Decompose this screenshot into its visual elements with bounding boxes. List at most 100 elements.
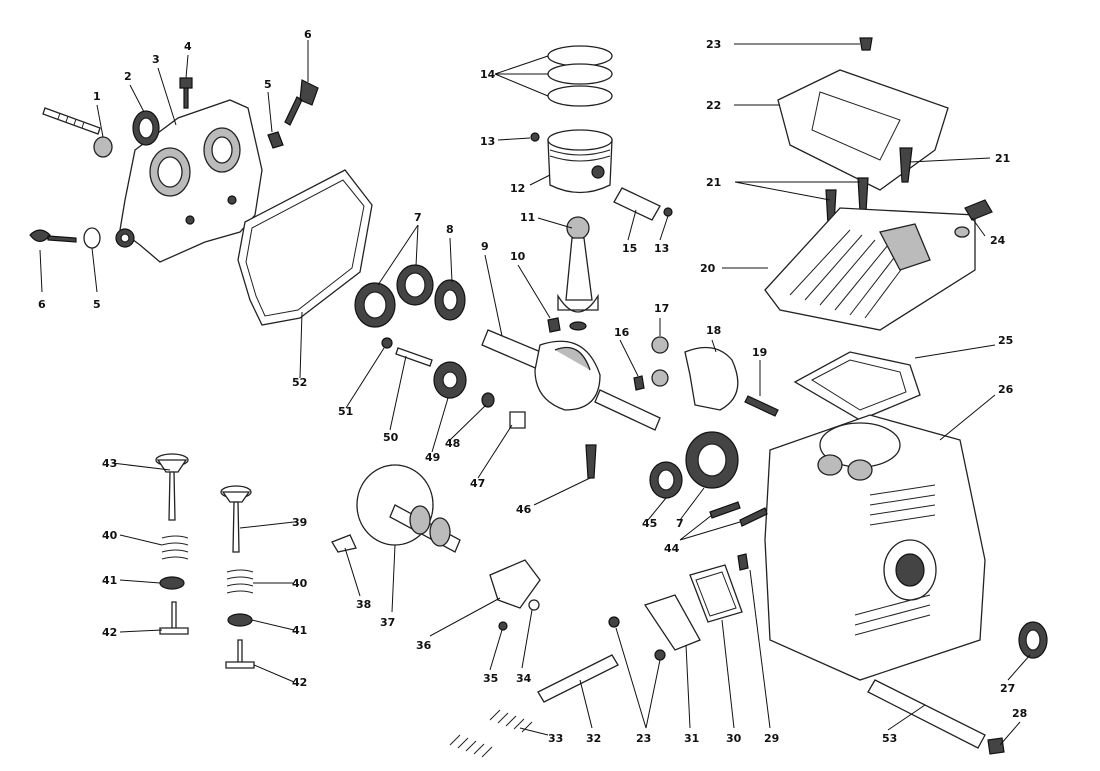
bearings-7: [354, 264, 434, 328]
screw-23b-left: [608, 616, 620, 628]
shaft-50: [395, 347, 433, 367]
spring-40b: [226, 569, 254, 594]
clip-13a: [530, 132, 540, 142]
callout-47: 47: [470, 477, 485, 490]
callout-24: 24: [990, 234, 1006, 247]
callout-13-right: 13: [654, 242, 669, 255]
part-38: [331, 534, 357, 553]
rocker-24: [964, 199, 993, 221]
crankshaft-9: [481, 329, 661, 431]
part-34: [528, 599, 540, 611]
bolt-21c: [899, 147, 913, 183]
callout-27: 27: [1000, 682, 1015, 695]
retainer-41b: [227, 613, 253, 627]
callout-43: 43: [102, 457, 117, 470]
callout-31: 31: [684, 732, 699, 745]
callout-16: 16: [614, 326, 630, 339]
callout-45: 45: [642, 517, 657, 530]
callout-41-left: 41: [102, 574, 117, 587]
callout-39: 39: [292, 516, 307, 529]
callout-53: 53: [882, 732, 897, 745]
callout-38: 38: [356, 598, 371, 611]
callout-13-left: 13: [480, 135, 495, 148]
callout-5-top: 5: [264, 78, 272, 91]
head-cover-22: [777, 69, 949, 191]
callout-25: 25: [998, 334, 1013, 347]
plug-5-top: [267, 131, 284, 149]
callout-30: 30: [726, 732, 742, 745]
callout-51: 51: [338, 405, 353, 418]
callout-15: 15: [622, 242, 637, 255]
plug-28: [987, 737, 1005, 755]
callout-14: 14: [480, 68, 496, 81]
gasket-52: [237, 169, 373, 326]
nut-17b: [651, 369, 669, 387]
piston-rings-14: [547, 45, 613, 107]
callout-21-left: 21: [706, 176, 721, 189]
dipper-10: [547, 317, 561, 333]
stud-44b: [739, 507, 768, 527]
callout-46: 46: [516, 503, 532, 516]
part-47: [509, 411, 526, 429]
callout-21-right: 21: [995, 152, 1010, 165]
callout-10: 10: [510, 250, 526, 263]
callout-32: 32: [586, 732, 601, 745]
callout-40-left: 40: [102, 529, 118, 542]
spring-40a: [161, 535, 189, 560]
callout-44: 44: [664, 542, 680, 555]
retainer-41a: [159, 576, 185, 590]
callout-35: 35: [483, 672, 498, 685]
callout-42-right: 42: [292, 676, 307, 689]
callout-34: 34: [516, 672, 532, 685]
callout-17: 17: [654, 302, 669, 315]
callout-labels: 1 2 3 4 5 5 6 6 7 7 8 9 10 11 12 13 13 1…: [38, 28, 1027, 745]
callout-23-top: 23: [706, 38, 721, 51]
pin-29: [737, 553, 749, 571]
piston-12: [547, 129, 613, 194]
callout-18: 18: [706, 324, 721, 337]
governor-36: [489, 559, 541, 609]
callout-29: 29: [764, 732, 779, 745]
clip-13b: [663, 207, 673, 217]
part-35: [498, 621, 508, 631]
screw-23-top: [859, 37, 873, 51]
callout-20: 20: [700, 262, 716, 275]
gasket-30: [689, 564, 743, 623]
callout-4: 4: [184, 40, 192, 53]
dipstick-6-top: [284, 79, 319, 126]
stud-19: [744, 395, 779, 417]
callout-33: 33: [548, 732, 563, 745]
callout-9: 9: [481, 240, 489, 253]
callout-22: 22: [706, 99, 721, 112]
callout-52: 52: [292, 376, 307, 389]
callout-37: 37: [380, 616, 395, 629]
callout-19: 19: [752, 346, 767, 359]
callout-3: 3: [152, 53, 160, 66]
callout-23-bottom: 23: [636, 732, 651, 745]
callout-28: 28: [1012, 707, 1027, 720]
pushrod-32: [537, 654, 619, 703]
callout-1: 1: [93, 90, 101, 103]
pin-16: [633, 375, 645, 391]
callout-40-right: 40: [292, 577, 308, 590]
callout-50: 50: [383, 431, 399, 444]
screw-23b-right: [654, 649, 666, 661]
callout-41-right: 41: [292, 624, 307, 637]
camshaft-37: [356, 464, 461, 553]
callout-2: 2: [124, 70, 132, 83]
plate-31: [643, 594, 701, 651]
leader-lines: [39, 40, 1031, 746]
callout-6-top: 6: [304, 28, 312, 41]
callout-11: 11: [520, 211, 535, 224]
nut-17a: [651, 336, 669, 354]
callout-48: 48: [445, 437, 460, 450]
screw-4: [179, 77, 193, 109]
callout-7-lower: 7: [676, 517, 684, 530]
piston-pin-15: [613, 187, 661, 221]
part-51: [381, 337, 393, 349]
bolt-1: [42, 107, 113, 158]
springs-33: [449, 709, 533, 758]
washer-48: [481, 392, 495, 408]
callout-26: 26: [998, 383, 1014, 396]
